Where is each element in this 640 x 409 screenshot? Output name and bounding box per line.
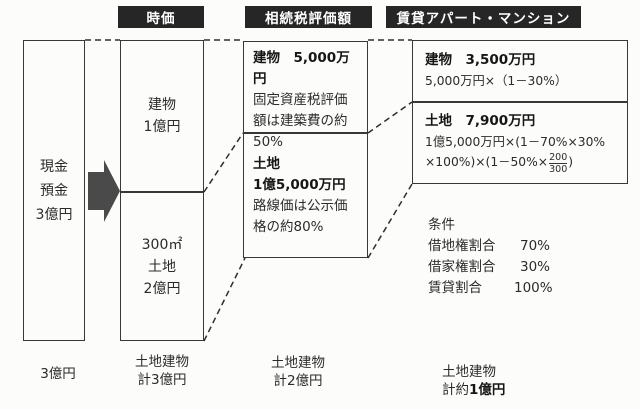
rental-land-formula-prefix: ×100%)×(1－50%× <box>425 155 549 169</box>
connector-market-bottom-to-tax-bottom <box>203 257 246 342</box>
header-market-value: 時価 <box>118 6 204 28</box>
tax-land-title: 1億5,000万円 <box>253 177 346 193</box>
market-land-box: 300㎡ 土地 2億円 <box>120 192 204 341</box>
rental-land-title: 土地 7,900万円 <box>425 113 536 129</box>
connector-tax-bottom-to-rental-bottom <box>367 183 413 259</box>
tax-land-title: 土地 <box>253 156 280 172</box>
market-building-line: 建物 <box>148 97 176 113</box>
header-rental-apartment: 賃貸アパート・マンション <box>386 6 581 28</box>
tax-building-note: 固定資産税評価 <box>253 92 348 108</box>
fraction-denominator: 300 <box>549 163 568 175</box>
right-arrow-icon <box>88 160 120 222</box>
market-total-line: 計3億円 <box>137 371 187 388</box>
tax-building-box: 建物 5,000万円 固定資産税評価 額は建築費の約 50% <box>243 41 368 150</box>
rental-land-formula-line1: 1億5,000万円×(1－70%×30% <box>425 135 606 149</box>
condition-row: 賃貸割合 100% <box>428 278 553 299</box>
market-land-line: 土地 <box>148 258 176 275</box>
condition-label: 賃貸割合 <box>428 280 482 296</box>
header-inheritance-tax-value: 相続税評価額 <box>245 6 372 28</box>
rental-total-amount: 1億円 <box>469 381 506 398</box>
rental-land-box: 土地 7,900万円 1億5,000万円×(1－70%×30% ×100%)×(… <box>412 102 628 184</box>
connector-market-divider-to-tax-divider <box>203 132 244 193</box>
connector-tax-divider-to-rental-divider <box>367 101 413 134</box>
tax-land-note: 路線価は公示価 <box>253 198 348 214</box>
market-land-line: 300㎡ <box>141 236 183 253</box>
tax-building-title: 建物 5,000万円 <box>253 50 350 87</box>
condition-label: 借地権割合 <box>428 238 496 254</box>
fraction-numerator: 200 <box>549 152 568 164</box>
condition-row: 借家権割合 30% <box>428 257 550 278</box>
rental-total: 土地建物 計約1億円 <box>442 364 505 399</box>
market-total-line: 土地建物 <box>135 354 189 370</box>
cash-total: 3億円 <box>40 366 76 382</box>
cash-line: 3億円 <box>35 206 73 223</box>
market-total: 土地建物 計3億円 <box>120 354 204 389</box>
rental-total-line: 土地建物 <box>442 364 496 380</box>
tax-total-line: 計2億円 <box>273 372 323 389</box>
tax-building-note: 額は建築費の約 <box>253 113 348 129</box>
rental-total-line: 計約1億円 <box>442 382 505 400</box>
rental-building-box: 建物 3,500万円 5,000万円×（1－30%） <box>412 40 628 102</box>
cash-line: 預金 <box>40 182 68 199</box>
tax-total: 土地建物 計2億円 <box>256 355 340 390</box>
conditions-title: 条件 <box>428 217 455 233</box>
rental-total-prefix: 計約 <box>442 381 469 398</box>
conditions-block: 条件 借地権割合 70% 借家権割合 30% 賃貸割合 100% <box>428 215 553 299</box>
market-land-line: 2億円 <box>143 280 181 297</box>
tax-land-box: 土地 1億5,000万円 路線価は公示価 格の約80% <box>243 133 368 258</box>
condition-value: 70% <box>519 238 550 254</box>
tax-land-note: 格の約80% <box>253 219 324 235</box>
condition-value: 30% <box>519 259 550 275</box>
rental-land-formula-suffix: ) <box>568 155 574 169</box>
condition-value: 100% <box>514 280 553 296</box>
tax-total-line: 土地建物 <box>271 355 325 371</box>
market-building-line: 1億円 <box>143 119 181 135</box>
market-building-box: 建物 1億円 <box>120 40 204 192</box>
rental-building-formula: 5,000万円×（1－30%） <box>425 74 568 88</box>
condition-label: 借家権割合 <box>428 259 496 275</box>
cash-deposit-box: 現金 預金 3億円 <box>23 40 85 341</box>
condition-row: 借地権割合 70% <box>428 236 550 257</box>
cash-line: 現金 <box>40 158 68 175</box>
rental-building-title: 建物 3,500万円 <box>425 52 536 68</box>
tax-building-note: 50% <box>253 134 284 150</box>
